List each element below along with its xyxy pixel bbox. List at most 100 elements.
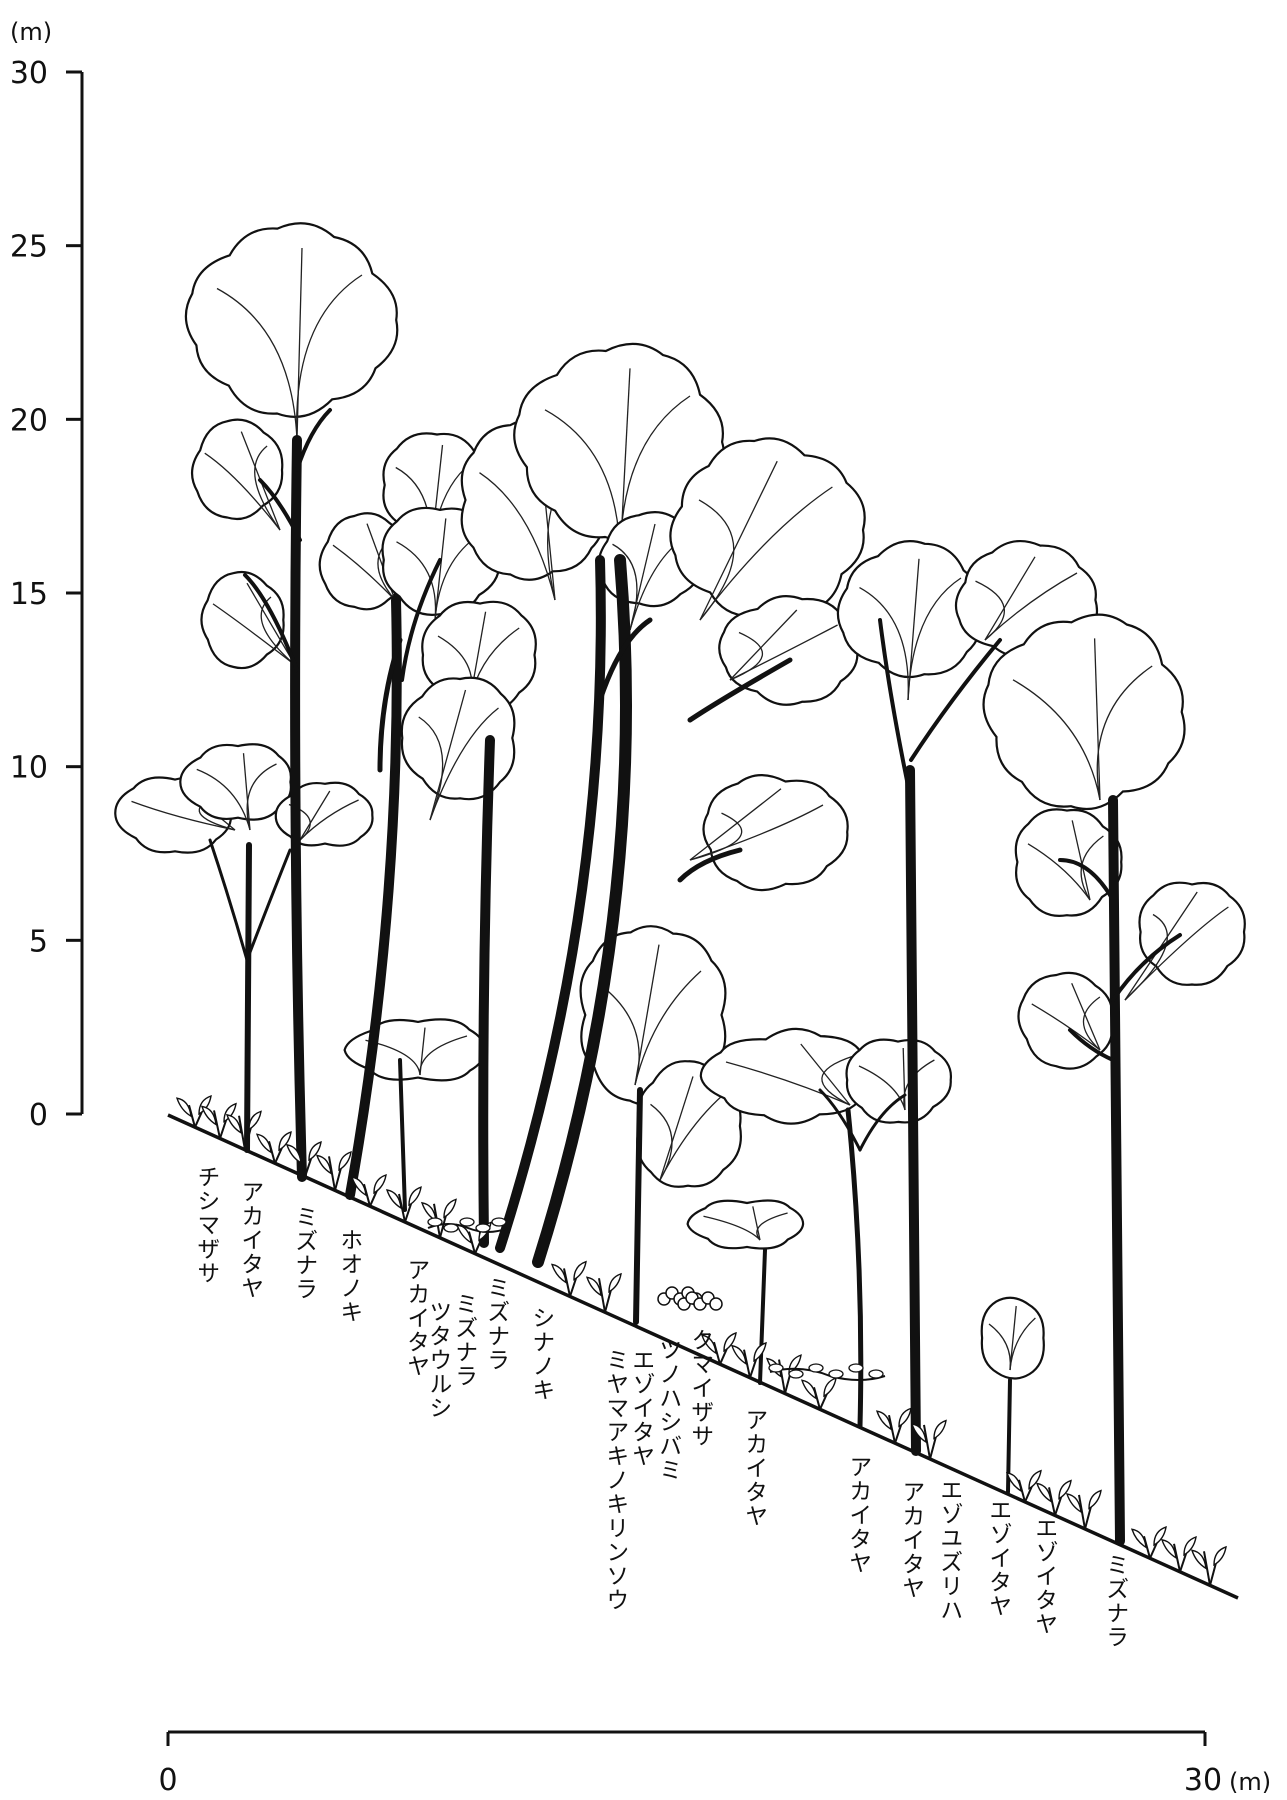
understory-plant [225,1110,262,1151]
understory-plant [550,1260,587,1297]
understory-plant [730,1341,767,1379]
understory-plant [255,1131,292,1164]
understory-plant [315,1150,352,1191]
understory-plant [1130,1526,1167,1559]
y-tick-label: 10 [10,751,48,786]
tree-branch [878,618,913,802]
tree-trunk [758,1248,767,1385]
understory-plant [910,1419,947,1460]
tree-branch [245,848,292,962]
tree-trunk [1006,1378,1012,1494]
tree-crown [200,570,296,670]
tree-trunk [398,1058,407,1212]
vine-plant [768,1363,886,1381]
y-tick-label: 20 [10,403,48,438]
species-label: ミズナラ [1101,1553,1128,1649]
tree-branch [1068,1028,1115,1062]
species-label: アカイタヤ [740,1408,767,1528]
tree-crown [579,925,727,1106]
understory-plant [585,1272,622,1313]
flower-cluster [677,1291,723,1311]
tree-branch [400,558,442,682]
species-label: シナノキ [527,1306,554,1402]
tree-crown [669,437,866,623]
species-label: チシマザサ [192,1165,219,1285]
understory-plant [350,1173,387,1207]
understory-plant [175,1094,212,1128]
species-label: ホオノキ [335,1228,362,1324]
tree-trunk [478,735,495,1248]
species-label: ミヤマアキノキリンソウ [601,1348,628,1612]
understory-plant [1190,1545,1227,1586]
tree-trunk [345,595,402,1200]
y-tick-label: 5 [29,924,48,959]
tree-branch [295,408,332,472]
species-label: ミズナラ [450,1292,477,1388]
tree-crown [982,613,1186,811]
tree-trunk [532,554,632,1268]
tree-branch [377,637,403,773]
tree-crown [686,1199,805,1250]
species-label: アカイタヤ [897,1480,924,1600]
y-tick-label: 25 [10,230,48,265]
species-label: クマイザサ [686,1328,713,1448]
tree-crown [836,540,982,701]
species-label: エゾイタヤ [984,1498,1011,1618]
tree-crown [343,1018,486,1082]
vine-plant [427,1217,509,1233]
species-label: ツノハシバミ [654,1338,681,1482]
tree-trunk [633,1087,643,1325]
understory-plant [1005,1469,1042,1503]
species-label: エゾイタヤ [1030,1516,1057,1636]
understory-layer [175,1094,1227,1586]
tree-branch [858,1093,907,1152]
tree-branch [909,638,1002,762]
tree-crown [980,1296,1045,1380]
tree-crown [845,1038,953,1124]
tree-crown [191,418,284,531]
tree-branch [687,657,793,723]
understory-plant [875,1407,912,1444]
tree-crown [718,595,859,706]
y-tick-label: 0 [29,1098,48,1133]
species-label: ツタウルシ [424,1300,451,1420]
species-label: アカイタヤ [844,1455,871,1575]
understory-plant [1065,1489,1102,1530]
understory-plant [700,1331,737,1365]
tree-trunk [290,435,307,1182]
x-end-label: 30 [1184,1763,1222,1798]
understory-plant [285,1141,322,1178]
tree-branch [243,573,299,672]
tree-trunk [495,555,606,1253]
y-tick-label: 30 [10,56,48,91]
tree-layer [114,222,1246,1546]
tree-crown [400,676,516,821]
tree-trunk [244,842,252,1153]
understory-plant [1035,1479,1072,1516]
understory-plant [1160,1535,1197,1573]
tree-crown [689,774,849,892]
x-axis-unit: (m) [1229,1768,1271,1796]
understory-plant [385,1186,422,1223]
tree-branch [677,847,743,883]
tree-trunk [905,765,921,1456]
tree-branch [818,1088,862,1152]
tree-crown [179,743,292,831]
tree-branch [1058,858,1115,902]
tree-trunk [845,1107,864,1429]
y-tick-label: 15 [10,577,48,612]
tree-crown [1124,881,1246,1001]
species-label: アカイタヤ [402,1258,429,1378]
x-start-label: 0 [158,1763,177,1798]
tree-crown [184,222,399,441]
species-label: ミズナラ [290,1205,317,1301]
tree-branch [258,478,302,542]
species-label: ミズナラ [482,1276,509,1372]
species-label: エゾユズリハ [935,1478,962,1622]
tree-branch [597,617,653,703]
tree-crown [699,1027,886,1125]
tree-trunk [1108,795,1125,1546]
distance-axis: 0 30(m) [158,1730,1271,1798]
